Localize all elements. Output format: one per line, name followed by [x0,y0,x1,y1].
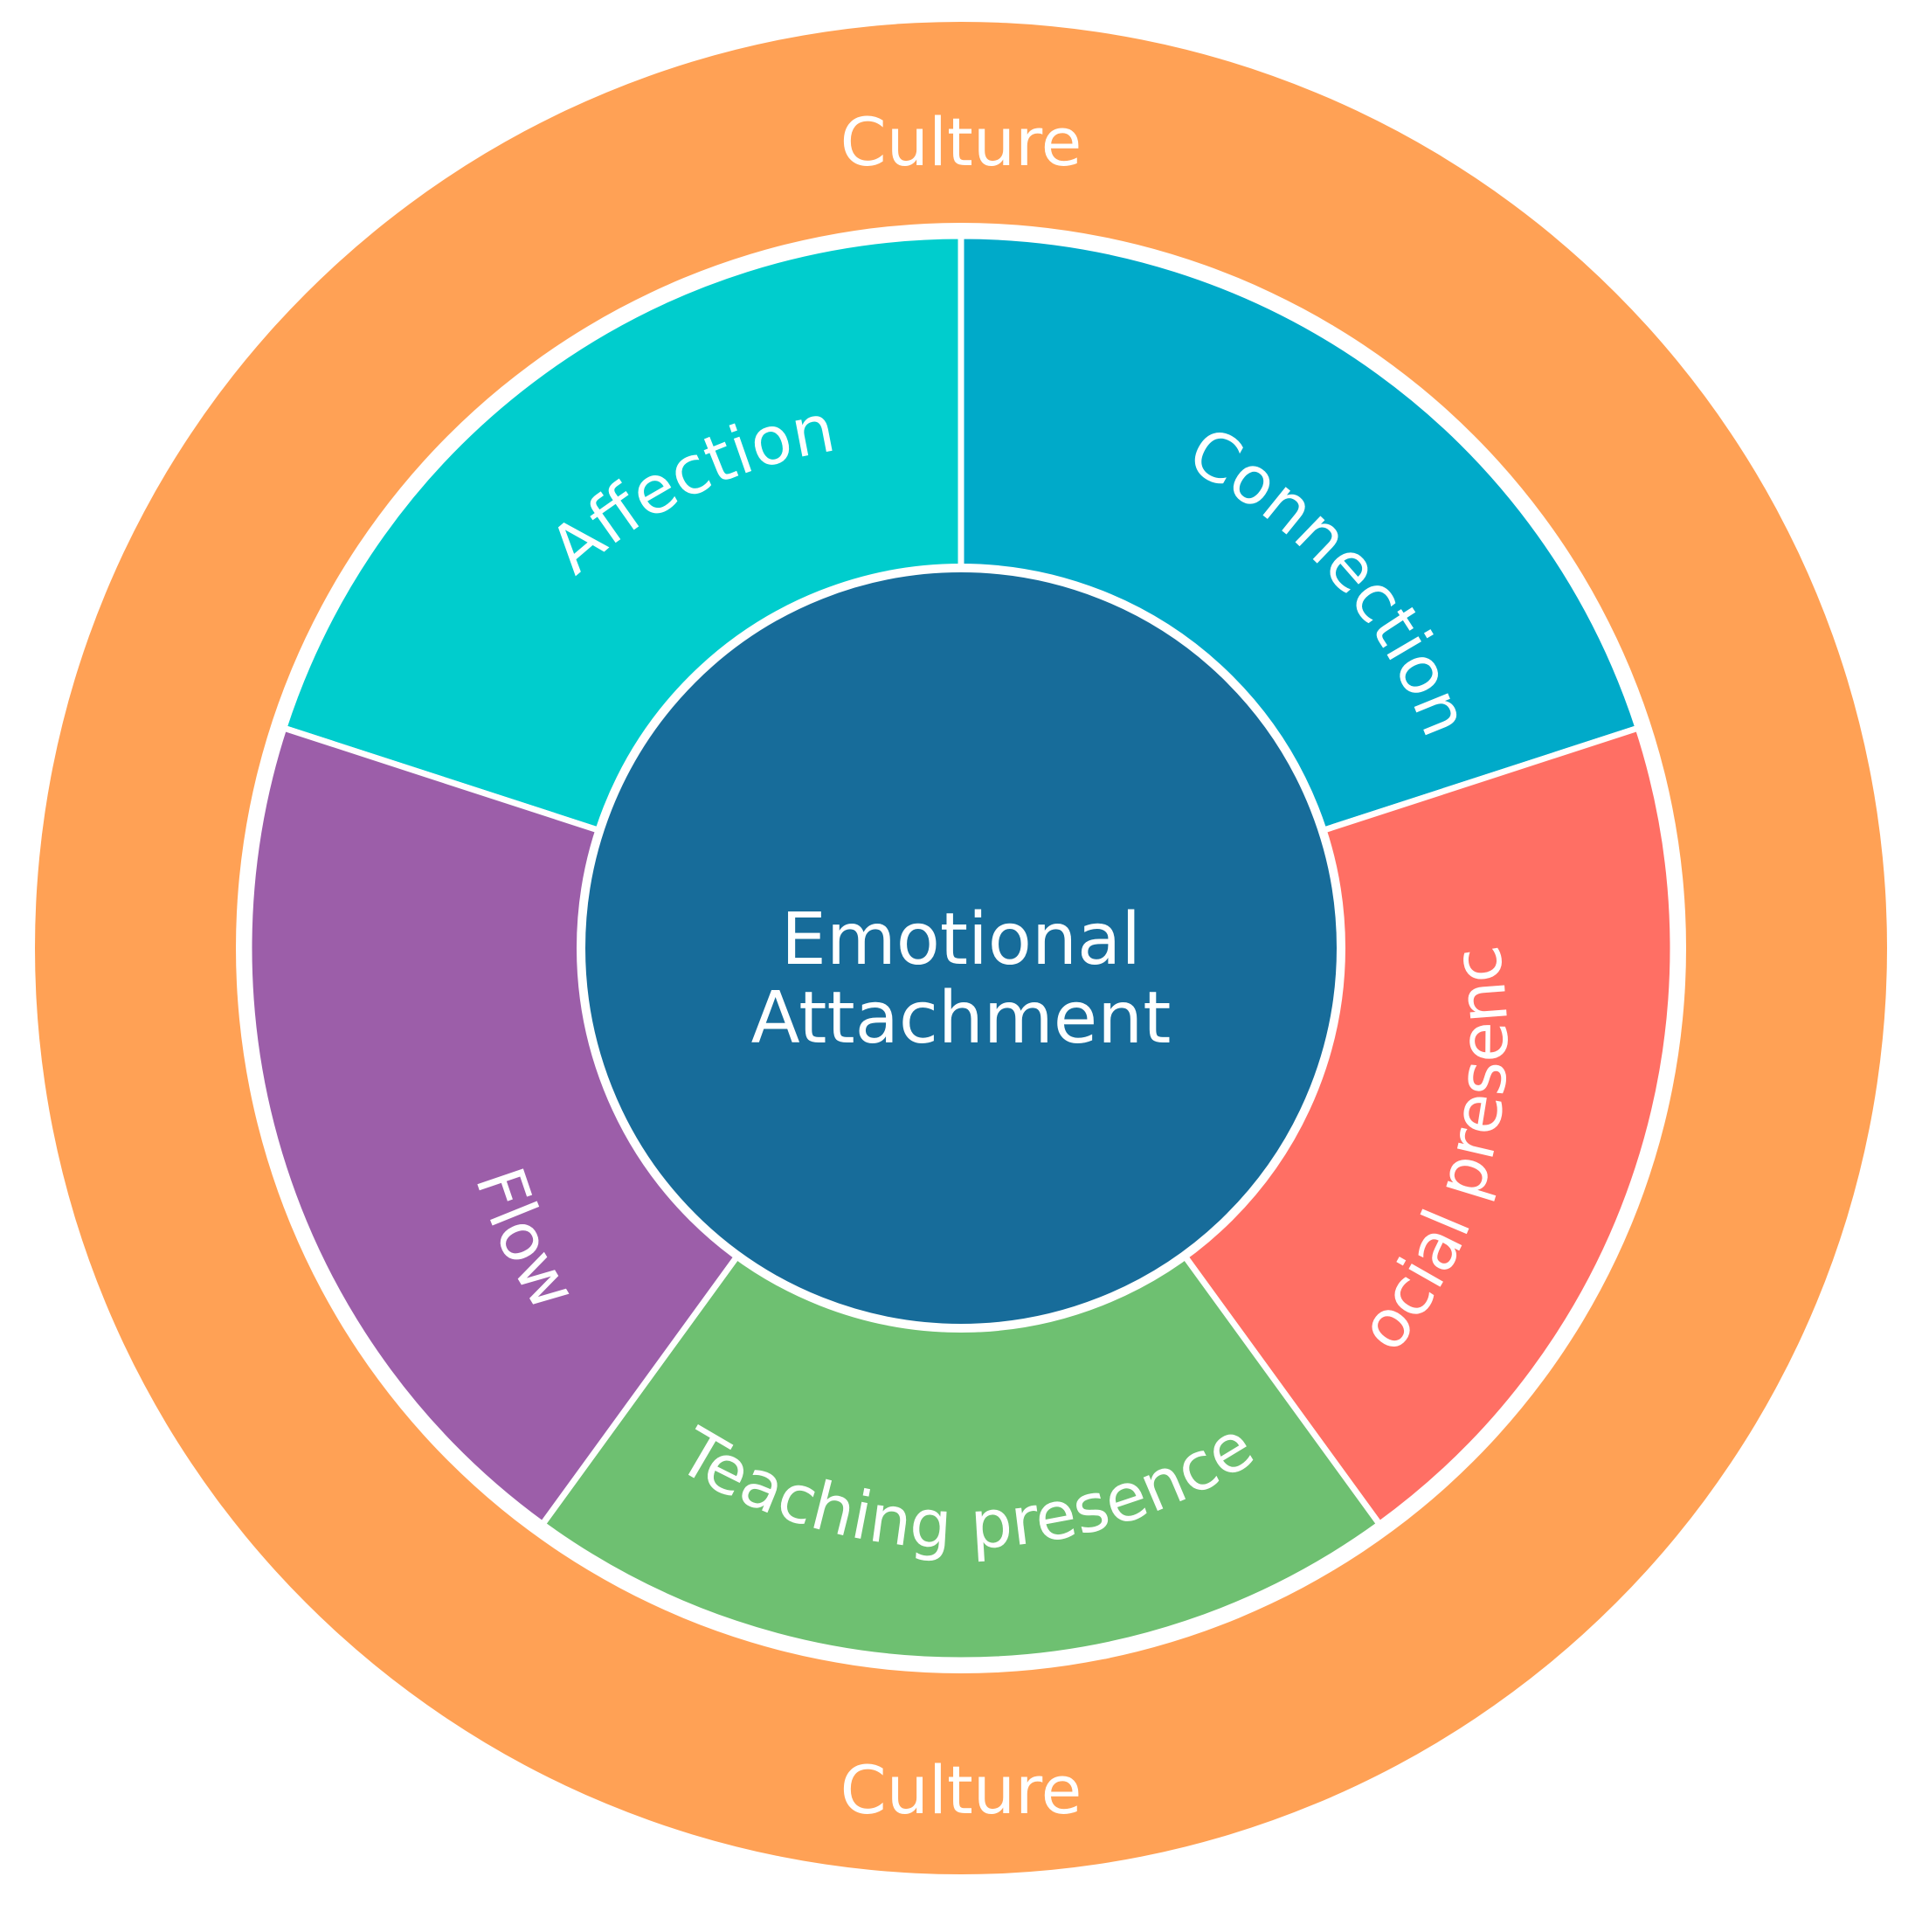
culture-label-top: Culture [840,103,1082,181]
center-circle [577,564,1345,1333]
center-label-line1: Emotional [781,898,1141,981]
center-label-line2: Attachment [751,977,1172,1060]
culture-label-bottom: Culture [840,1751,1082,1829]
